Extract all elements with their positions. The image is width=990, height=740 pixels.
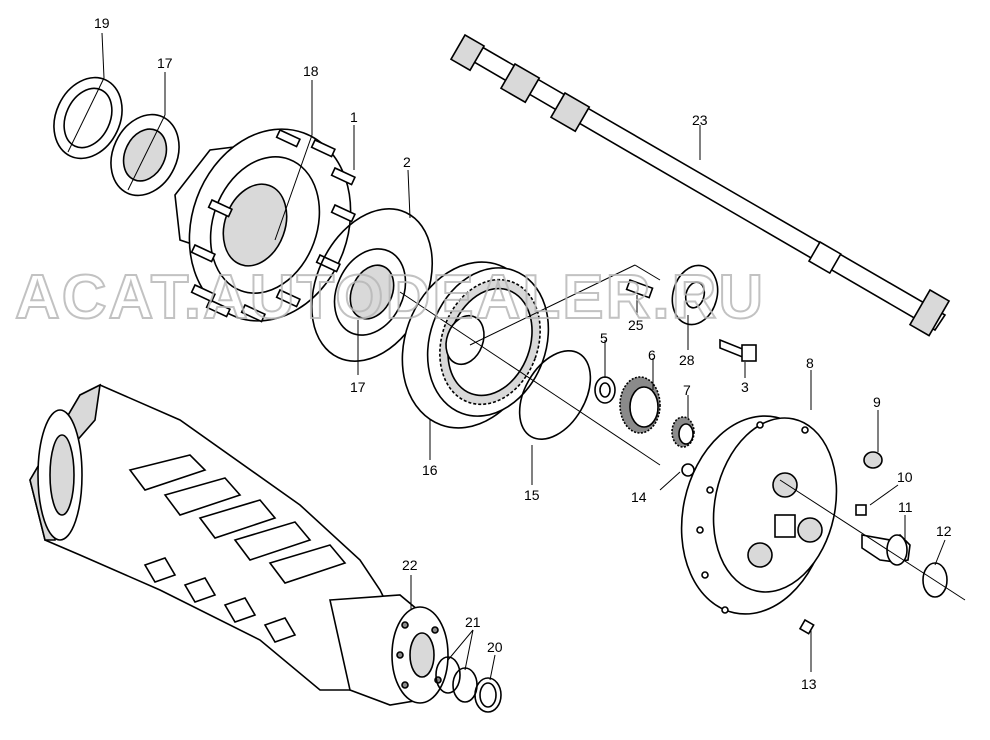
callout-21: 21 <box>465 614 481 630</box>
callout-25: 25 <box>628 317 644 333</box>
leader-lines <box>67 32 966 681</box>
callout-15: 15 <box>524 487 540 503</box>
callout-19: 19 <box>94 15 110 31</box>
callout-8: 8 <box>806 355 814 371</box>
axle-housing <box>29 383 449 706</box>
callout-20: 20 <box>487 639 503 655</box>
snap-ring <box>518 350 592 440</box>
callout-28: 28 <box>679 352 695 368</box>
watermark: ACAT.AUTODEALER.RU <box>15 263 765 332</box>
callout-2: 2 <box>403 154 411 170</box>
callout-13: 13 <box>801 676 817 692</box>
callout-3: 3 <box>741 379 749 395</box>
axle-shaft <box>449 33 951 337</box>
callout-9: 9 <box>873 394 881 410</box>
callout-16: 16 <box>422 462 438 478</box>
callout-10: 10 <box>897 469 913 485</box>
ring-gear <box>401 261 550 429</box>
callout-17-mid: 17 <box>350 379 366 395</box>
callout-1: 1 <box>350 109 358 125</box>
callout-22: 22 <box>402 557 418 573</box>
planet-gear-set <box>594 376 695 477</box>
callout-6: 6 <box>648 347 656 363</box>
callout-18: 18 <box>303 63 319 79</box>
callout-labels: 19 17 18 1 2 17 16 15 5 6 7 14 23 25 28 … <box>94 15 952 692</box>
callout-17-top: 17 <box>157 55 173 71</box>
bearing-middle <box>333 248 407 336</box>
oil-seal <box>53 76 123 160</box>
callout-23: 23 <box>692 112 708 128</box>
planet-carrier <box>680 415 838 615</box>
callout-5: 5 <box>600 330 608 346</box>
callout-11: 11 <box>898 499 913 515</box>
callout-7: 7 <box>683 382 691 398</box>
callout-14: 14 <box>631 489 647 505</box>
thrust-plate <box>625 264 757 362</box>
callout-12: 12 <box>936 523 952 539</box>
